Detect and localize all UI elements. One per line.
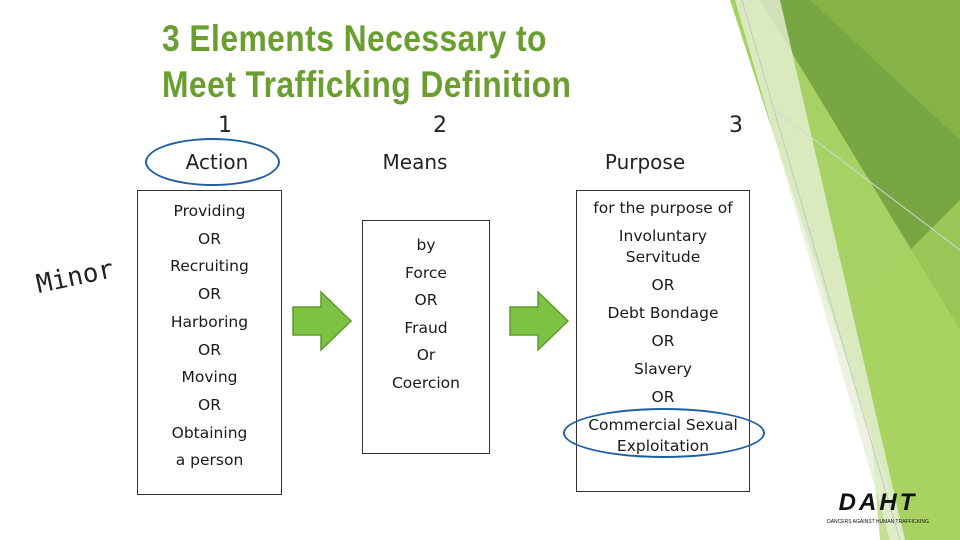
list-item: Obtaining [171,423,248,442]
list-item: OR [651,388,675,406]
list-item: OR [198,285,221,304]
list-item: OR [198,229,221,248]
daht-logo: DAHT DANCERS AGAINST HUMAN TRAFFICKING [827,489,929,525]
list-item: Coercion [391,373,460,392]
list-item: Fraud [404,318,448,337]
list-item: a person [175,451,244,470]
list-item: Involuntary [618,227,708,245]
list-item: OR [198,395,221,414]
action-list: Providing OR Recruiting OR Harboring OR … [137,198,282,475]
right-arrow-icon [292,290,353,352]
list-item: Servitude [625,248,701,266]
list-item: Recruiting [170,257,249,276]
list-item: Providing [173,202,246,220]
column-2-heading: Means [382,150,448,174]
column-3-heading: Purpose [604,150,686,174]
column-3-number: 3 [729,113,743,138]
svg-text:DANCERS AGAINST HUMAN TRAFFICK: DANCERS AGAINST HUMAN TRAFFICKING [827,519,929,525]
title-line-2: Meet Trafficking Definition [162,64,572,105]
list-item: Slavery [634,360,692,378]
list-item: Moving [181,368,238,387]
list-item: OR [198,340,221,359]
means-list: by Force OR Fraud Or Coercion [362,232,490,398]
action-highlight-oval [145,138,280,186]
list-item: OR [651,332,675,350]
right-arrow-icon [509,290,570,352]
action-box [137,190,282,495]
list-item: OR [651,276,675,294]
list-item: for the purpose of [593,199,733,217]
list-item: Debt Bondage [607,304,719,322]
list-item: Harboring [170,312,249,331]
commercial-sexual-exploitation-oval [563,408,765,458]
column-2-number: 2 [433,113,447,138]
title-line-1: 3 Elements Necessary to [162,18,547,59]
list-item: OR [414,291,438,310]
list-item: Or [416,346,436,365]
svg-text:DAHT: DAHT [839,489,918,516]
slide-title: 3 Elements Necessary to Meet Trafficking… [162,16,571,108]
column-1-number: 1 [218,113,232,138]
list-item: Force [405,263,447,282]
means-box [362,220,490,454]
list-item: by [416,236,436,254]
